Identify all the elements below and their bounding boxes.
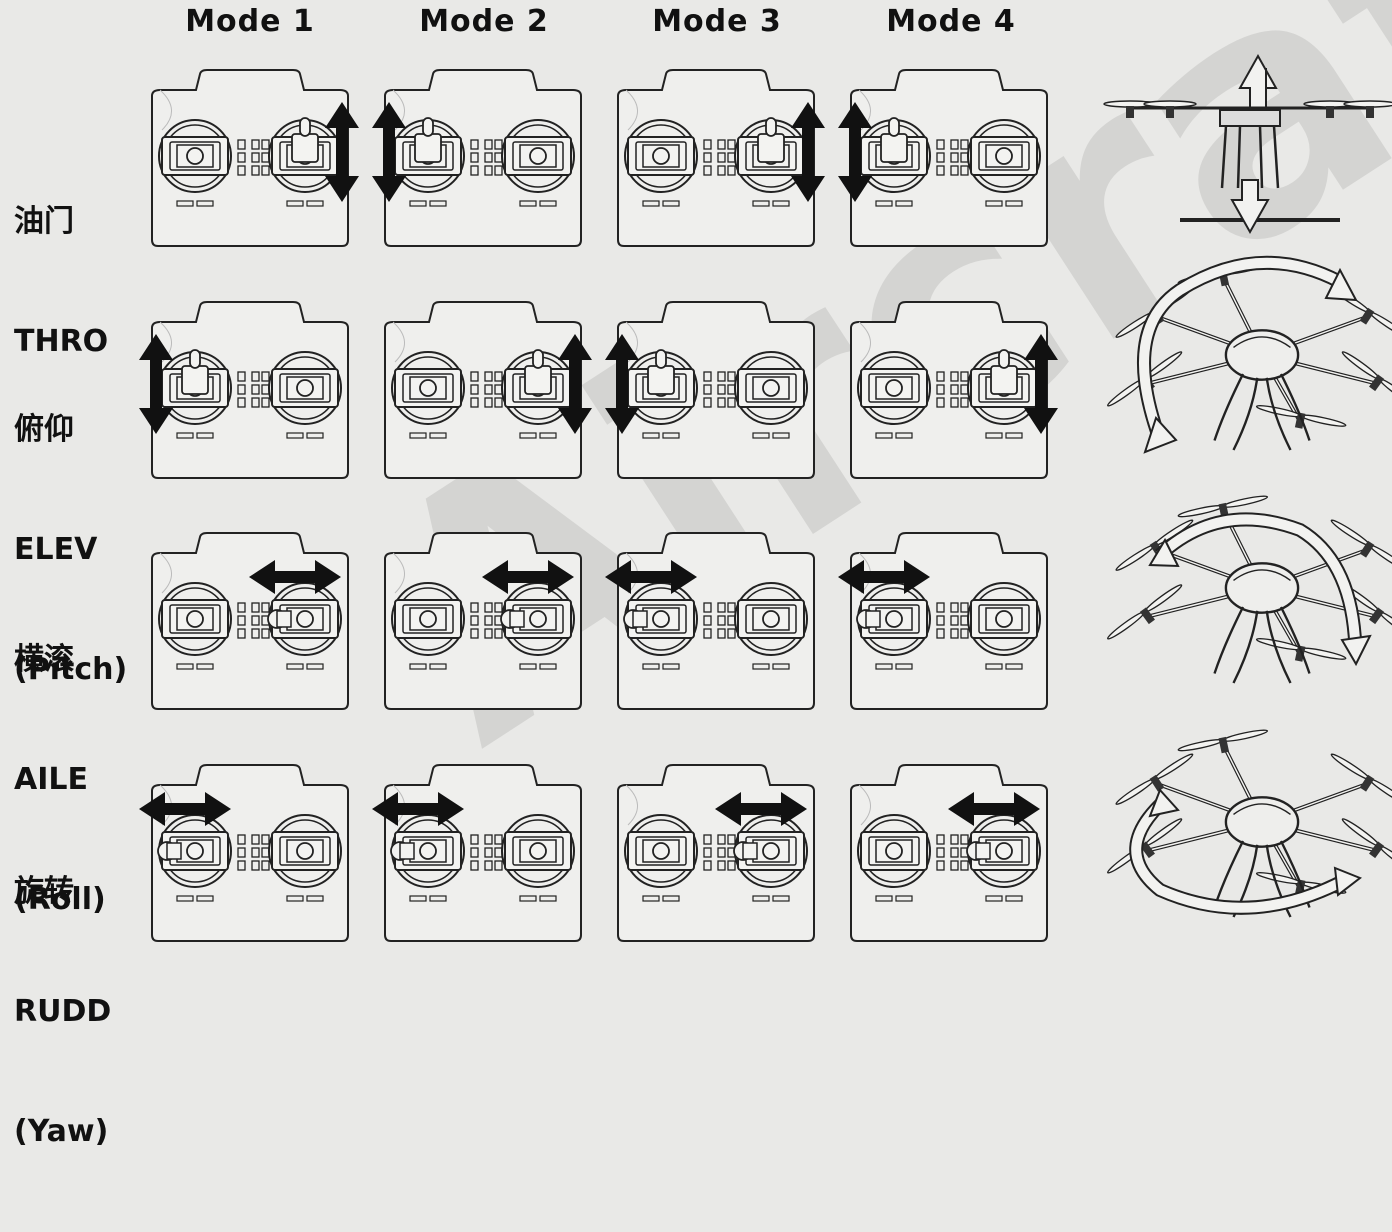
landing-legs <box>1213 606 1311 684</box>
transmitter-r2-m3 <box>605 301 815 479</box>
drone-yaw <box>1105 727 1392 918</box>
landing-legs <box>1220 125 1280 189</box>
fuselage <box>1224 329 1300 381</box>
elevator-label-en: ELEV <box>14 532 98 567</box>
stick-knob <box>291 133 319 163</box>
rotor-icon <box>1323 751 1392 816</box>
rudder-label-cn: 旋转 <box>14 874 74 909</box>
landing-legs <box>1213 373 1311 451</box>
yaw-arc-arrow <box>1129 788 1362 915</box>
transmitter-r1-m1 <box>151 69 359 247</box>
pitch-arc-arrow <box>1137 255 1358 454</box>
transmitter-body <box>384 301 582 479</box>
stick-knob <box>647 365 675 395</box>
transmitter-r4-m4 <box>850 764 1048 942</box>
transmitter-r2-m4 <box>850 301 1058 479</box>
stick-knob <box>181 365 209 395</box>
transmitter-body <box>617 69 815 247</box>
rotor-icon <box>1334 349 1392 417</box>
transmitter-r1-m2 <box>372 69 582 247</box>
transmitter-r2-m1 <box>139 301 349 479</box>
mode-3-header: Mode 3 <box>652 4 782 39</box>
stick-knob <box>880 133 908 163</box>
fuselage <box>1224 796 1300 848</box>
stick-knob <box>757 133 785 163</box>
transmitter-r2-m2 <box>384 301 592 479</box>
transmitter-r3-m1 <box>151 532 349 710</box>
down-arrow-icon <box>1230 179 1270 235</box>
row-label-aileron: 横滚 AILE (Roll) <box>14 560 106 1000</box>
transmitter-body <box>850 69 1048 247</box>
transmitter-body <box>617 301 815 479</box>
aileron-label-cn: 横滚 <box>14 642 74 677</box>
transmitter-body <box>151 301 349 479</box>
transmitter-r3-m2 <box>384 532 582 710</box>
transmitter-body <box>151 69 349 247</box>
transmitter-r1-m3 <box>617 69 825 247</box>
transmitter-r4-m3 <box>617 764 815 942</box>
stick-knob <box>524 365 552 395</box>
mode-2-header: Mode 2 <box>419 4 549 39</box>
roll-arc-arrow <box>1148 512 1372 667</box>
transmitter-r4-m2 <box>372 764 582 942</box>
up-arrow-icon <box>1238 53 1278 109</box>
drone-pitch <box>1105 260 1392 451</box>
throttle-label-en: THRO <box>14 324 109 359</box>
transmitter-r1-m4 <box>838 69 1048 247</box>
row-label-elevator: 俯仰 ELEV (Pitch) <box>14 330 127 770</box>
fuselage <box>1219 109 1281 127</box>
diagram-canvas <box>139 53 1392 942</box>
rotor-icon <box>1253 635 1348 672</box>
aileron-label-sub: (Roll) <box>14 882 106 917</box>
mode-1-header: Mode 1 <box>185 4 315 39</box>
rotor-icon <box>1253 402 1348 439</box>
elevator-label-sub: (Pitch) <box>14 652 128 687</box>
stick-knob <box>414 133 442 163</box>
transmitter-body <box>384 69 582 247</box>
mode-4-header: Mode 4 <box>886 4 1016 39</box>
rotor-icon <box>1105 582 1190 650</box>
aircraft-illustrations <box>1103 53 1392 918</box>
landing-legs <box>1213 840 1311 918</box>
transmitter-r4-m1 <box>139 764 349 942</box>
transmitter-r3-m3 <box>605 532 815 710</box>
stick-knob <box>990 365 1018 395</box>
throttle-label-cn: 油门 <box>14 204 74 239</box>
transmitter-grid <box>139 69 1058 942</box>
transmitter-r3-m4 <box>838 532 1048 710</box>
transmitter-body <box>850 301 1048 479</box>
drone-throttle-side-view <box>1103 53 1392 235</box>
elevator-label-cn: 俯仰 <box>14 412 74 447</box>
aileron-label-en: AILE <box>14 762 88 797</box>
row-label-throttle: 油门 THRO <box>14 122 108 442</box>
rudder-label-sub: (Yaw) <box>14 1114 109 1149</box>
rudder-label-en: RUDD <box>14 994 112 1029</box>
fuselage <box>1224 562 1300 614</box>
